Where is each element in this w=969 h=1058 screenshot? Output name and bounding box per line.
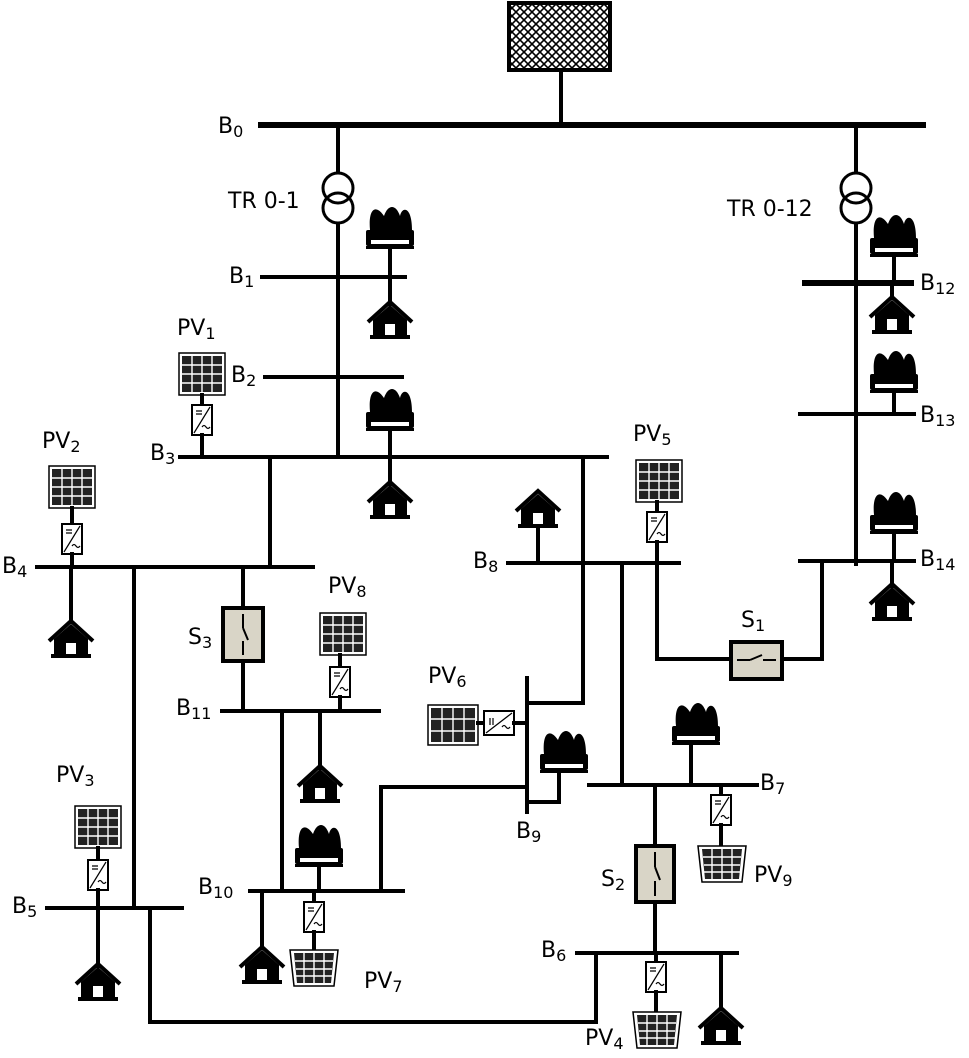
pv-unit-pv9: [697, 783, 747, 883]
bus-label-b11: B11: [176, 696, 211, 723]
load-house-b1: [366, 275, 414, 341]
house-icon: [74, 962, 122, 1003]
transformer-icon: [839, 171, 873, 225]
house-icon: [514, 489, 562, 530]
bus-label-b0: B0: [218, 114, 243, 141]
pv-label-pv2: PV2: [42, 429, 81, 456]
load-house-b12: [868, 281, 916, 336]
house-icon: [697, 1006, 745, 1047]
transformer-icon: [321, 171, 355, 225]
pv-label-pv6: PV6: [428, 664, 467, 691]
bus-label-b9: B9: [516, 819, 541, 846]
factory-icon: [540, 731, 588, 773]
pv-label-pv7: PV7: [364, 969, 403, 996]
house-icon: [366, 480, 414, 521]
transformer-label-tr012: TR 0-12: [726, 197, 813, 222]
load-factory-b7: [672, 703, 720, 787]
bus-label-b3: B3: [150, 441, 175, 468]
load-factory-b9: [525, 731, 588, 804]
switch-s1[interactable]: [729, 640, 784, 681]
switch-label-s1: S1: [741, 608, 765, 635]
factory-icon: [295, 825, 343, 867]
factory-icon: [672, 703, 720, 745]
switch-s2[interactable]: [634, 844, 676, 904]
grid-crosshatch-icon: [507, 1, 612, 72]
load-factory-b3: [366, 389, 414, 459]
grid-supply: [507, 1, 612, 127]
house-icon: [47, 619, 95, 660]
bus-label-b6: B6: [541, 938, 566, 965]
load-house-b5: [74, 906, 122, 1003]
load-house-b6: [697, 951, 745, 1047]
pv-unit-pv6: [427, 704, 529, 746]
house-icon: [238, 945, 286, 986]
pv-label-pv1: PV1: [177, 316, 216, 343]
bus-label-b7: B7: [760, 771, 785, 798]
bus-label-b5: B5: [12, 894, 37, 921]
pv-unit-pv7: [289, 889, 339, 987]
bus-label-b2: B2: [231, 363, 256, 390]
load-house-b14: [868, 559, 916, 623]
transformer-label-tr01: TR 0-1: [227, 189, 300, 214]
factory-icon: [870, 215, 918, 257]
pv-label-pv8: PV8: [328, 574, 367, 601]
load-house-b10: [238, 889, 286, 986]
switch-label-s3: S3: [188, 625, 212, 652]
factory-icon: [870, 351, 918, 393]
pv-label-pv3: PV3: [56, 763, 95, 790]
house-icon: [296, 764, 344, 805]
house-icon: [868, 295, 916, 336]
bus-label-b4: B4: [2, 554, 27, 581]
bus-label-b13: B13: [920, 403, 955, 430]
bus-label-b10: B10: [198, 875, 233, 902]
pv-label-pv4: PV4: [585, 1026, 624, 1053]
switch-label-s2: S2: [601, 867, 625, 894]
pv-label-pv5: PV5: [633, 422, 672, 449]
load-house-b4: [47, 565, 95, 660]
pv-unit-pv5: [635, 459, 683, 565]
bus-label-b14: B14: [920, 547, 955, 574]
load-factory-b13: [870, 351, 918, 416]
load-factory-b1: [366, 207, 414, 279]
load-factory-b14: [870, 492, 918, 563]
load-house-b3: [366, 455, 414, 521]
pv-unit-pv8: [319, 612, 367, 713]
pv-unit-pv1: [178, 352, 226, 459]
factory-icon: [366, 389, 414, 431]
load-house-b11: [296, 709, 344, 805]
pv-label-pv9: PV9: [754, 863, 793, 890]
load-factory-b10: [295, 825, 343, 893]
bus-label-b1: B1: [229, 264, 254, 291]
pv-unit-pv2: [48, 465, 96, 569]
house-icon: [868, 582, 916, 623]
pv-unit-pv3: [74, 805, 122, 910]
bus-label-b8: B8: [473, 549, 498, 576]
pv-unit-pv4: [632, 951, 682, 1049]
switch-s3[interactable]: [221, 606, 265, 663]
load-house-b8: [514, 489, 562, 565]
factory-icon: [870, 492, 918, 534]
bus-label-b12: B12: [920, 271, 955, 298]
factory-icon: [366, 207, 414, 249]
load-factory-b12: [870, 215, 918, 285]
house-icon: [366, 300, 414, 341]
